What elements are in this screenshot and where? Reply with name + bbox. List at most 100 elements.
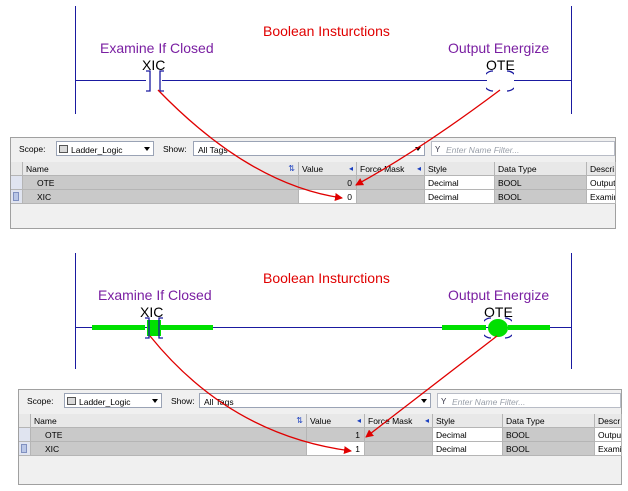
force-mask-cell[interactable] [365,442,433,456]
style-cell[interactable]: Decimal [425,176,495,190]
description-cell[interactable]: Exami [595,442,622,456]
left-power-rail [75,253,76,369]
column-header-style[interactable]: Style [433,414,503,428]
tag-name-cell[interactable]: OTE [31,428,307,442]
chevron-down-icon[interactable] [152,399,158,403]
rung-wire-left [76,80,146,81]
xic-contact-icon[interactable] [143,317,165,339]
scope-dropdown[interactable]: Ladder_Logic [56,141,154,156]
tag-value-cell[interactable]: 1 [307,428,365,442]
energized-wire-mid [161,325,213,330]
row-marker-icon [21,444,27,453]
tag-toolbar: Scope: Ladder_Logic Show: All Tags Y Ent… [11,138,615,160]
ote-coil-icon[interactable] [484,317,512,339]
table-row[interactable]: OTE 1 Decimal BOOL Output [19,428,622,442]
name-filter-input[interactable]: Y Enter Name Filter... [431,141,615,156]
tag-toolbar: Scope: Ladder_Logic Show: All Tags Y Ent… [19,390,621,412]
description-cell[interactable]: Output [587,176,616,190]
ote-description: Output Energize [448,40,550,56]
scope-dropdown[interactable]: Ladder_Logic [64,393,162,408]
show-dropdown[interactable]: All Tags [199,393,431,408]
rung-wire-right [514,80,571,81]
column-header-force-mask[interactable]: Force Mask◂ [365,414,433,428]
tag-name-cell[interactable]: XIC [31,442,307,456]
column-header-description[interactable]: Descr [595,414,622,428]
column-header-value[interactable]: Value◂ [299,162,357,176]
tag-name-cell[interactable]: XIC [23,190,299,204]
controller-icon [59,145,68,153]
force-mask-cell[interactable] [365,428,433,442]
xic-description: Examine If Closed [100,40,214,56]
ote-tag-label[interactable]: OTE [486,57,515,73]
ote-tag-label[interactable]: OTE [484,304,513,320]
right-power-rail [571,6,572,114]
row-header-corner [19,414,31,428]
table-row[interactable]: OTE 0 Decimal BOOL Output [11,176,616,190]
style-cell[interactable]: Decimal [425,190,495,204]
table-row[interactable]: XIC 0 Decimal BOOL Examin [11,190,616,204]
xic-tag-label[interactable]: XIC [142,57,166,73]
row-marker-icon [13,192,19,201]
row-selector[interactable] [11,176,23,190]
row-selector[interactable] [11,190,23,204]
data-type-cell: BOOL [495,176,587,190]
table-row[interactable]: XIC 1 Decimal BOOL Exami [19,442,622,456]
row-header-corner [11,162,23,176]
left-power-rail [75,6,76,114]
show-label: Show: [171,396,195,406]
controller-icon [67,397,76,405]
name-filter-placeholder: Enter Name Filter... [452,397,526,407]
name-filter-placeholder: Enter Name Filter... [446,145,520,155]
column-header-style[interactable]: Style [425,162,495,176]
tag-monitor-panel: Scope: Ladder_Logic Show: All Tags Y Ent… [18,389,622,485]
show-value: All Tags [198,145,228,155]
pin-icon: ◂ [416,164,421,173]
show-value: All Tags [204,397,234,407]
data-type-cell: BOOL [503,442,595,456]
name-filter-input[interactable]: Y Enter Name Filter... [437,393,621,408]
right-power-rail [571,253,572,369]
xic-description: Examine If Closed [98,287,212,303]
pin-icon: ◂ [348,164,353,173]
sort-icon[interactable]: ⇅ [288,164,295,173]
ote-coil-icon[interactable] [486,70,514,92]
pin-icon: ◂ [356,416,361,425]
rung-wire-mid [162,80,487,81]
column-header-data-type[interactable]: Data Type [495,162,587,176]
row-selector[interactable] [19,442,31,456]
energized-wire-left [92,325,145,330]
chevron-down-icon[interactable] [144,147,150,151]
tag-value-cell[interactable]: 1 [307,442,365,456]
description-cell[interactable]: Examin [587,190,616,204]
sort-icon[interactable]: ⇅ [296,416,303,425]
data-type-cell: BOOL [495,190,587,204]
tag-value-cell[interactable]: 0 [299,176,357,190]
show-dropdown[interactable]: All Tags [193,141,425,156]
row-selector[interactable] [19,428,31,442]
chevron-down-icon[interactable] [415,147,421,151]
ote-description: Output Energize [448,287,550,303]
ladder-title: Boolean Insturctions [263,270,390,286]
tag-name-cell[interactable]: OTE [23,176,299,190]
xic-tag-label[interactable]: XIC [140,304,164,320]
column-header-force-mask[interactable]: Force Mask◂ [357,162,425,176]
pin-icon: ◂ [424,416,429,425]
scope-label: Scope: [27,396,54,406]
column-header-description[interactable]: Descri [587,162,616,176]
rung-wire [76,327,571,328]
chevron-down-icon[interactable] [421,399,427,403]
show-label: Show: [163,144,187,154]
xic-contact-icon[interactable] [144,70,166,92]
column-header-name[interactable]: Name⇅ [31,414,307,428]
data-type-cell: BOOL [503,428,595,442]
column-header-name[interactable]: Name⇅ [23,162,299,176]
style-cell[interactable]: Decimal [433,442,503,456]
scope-value: Ladder_Logic [79,397,131,407]
style-cell[interactable]: Decimal [433,428,503,442]
tag-value-cell[interactable]: 0 [299,190,357,204]
force-mask-cell[interactable] [357,190,425,204]
column-header-data-type[interactable]: Data Type [503,414,595,428]
column-header-value[interactable]: Value◂ [307,414,365,428]
description-cell[interactable]: Output [595,428,622,442]
force-mask-cell[interactable] [357,176,425,190]
